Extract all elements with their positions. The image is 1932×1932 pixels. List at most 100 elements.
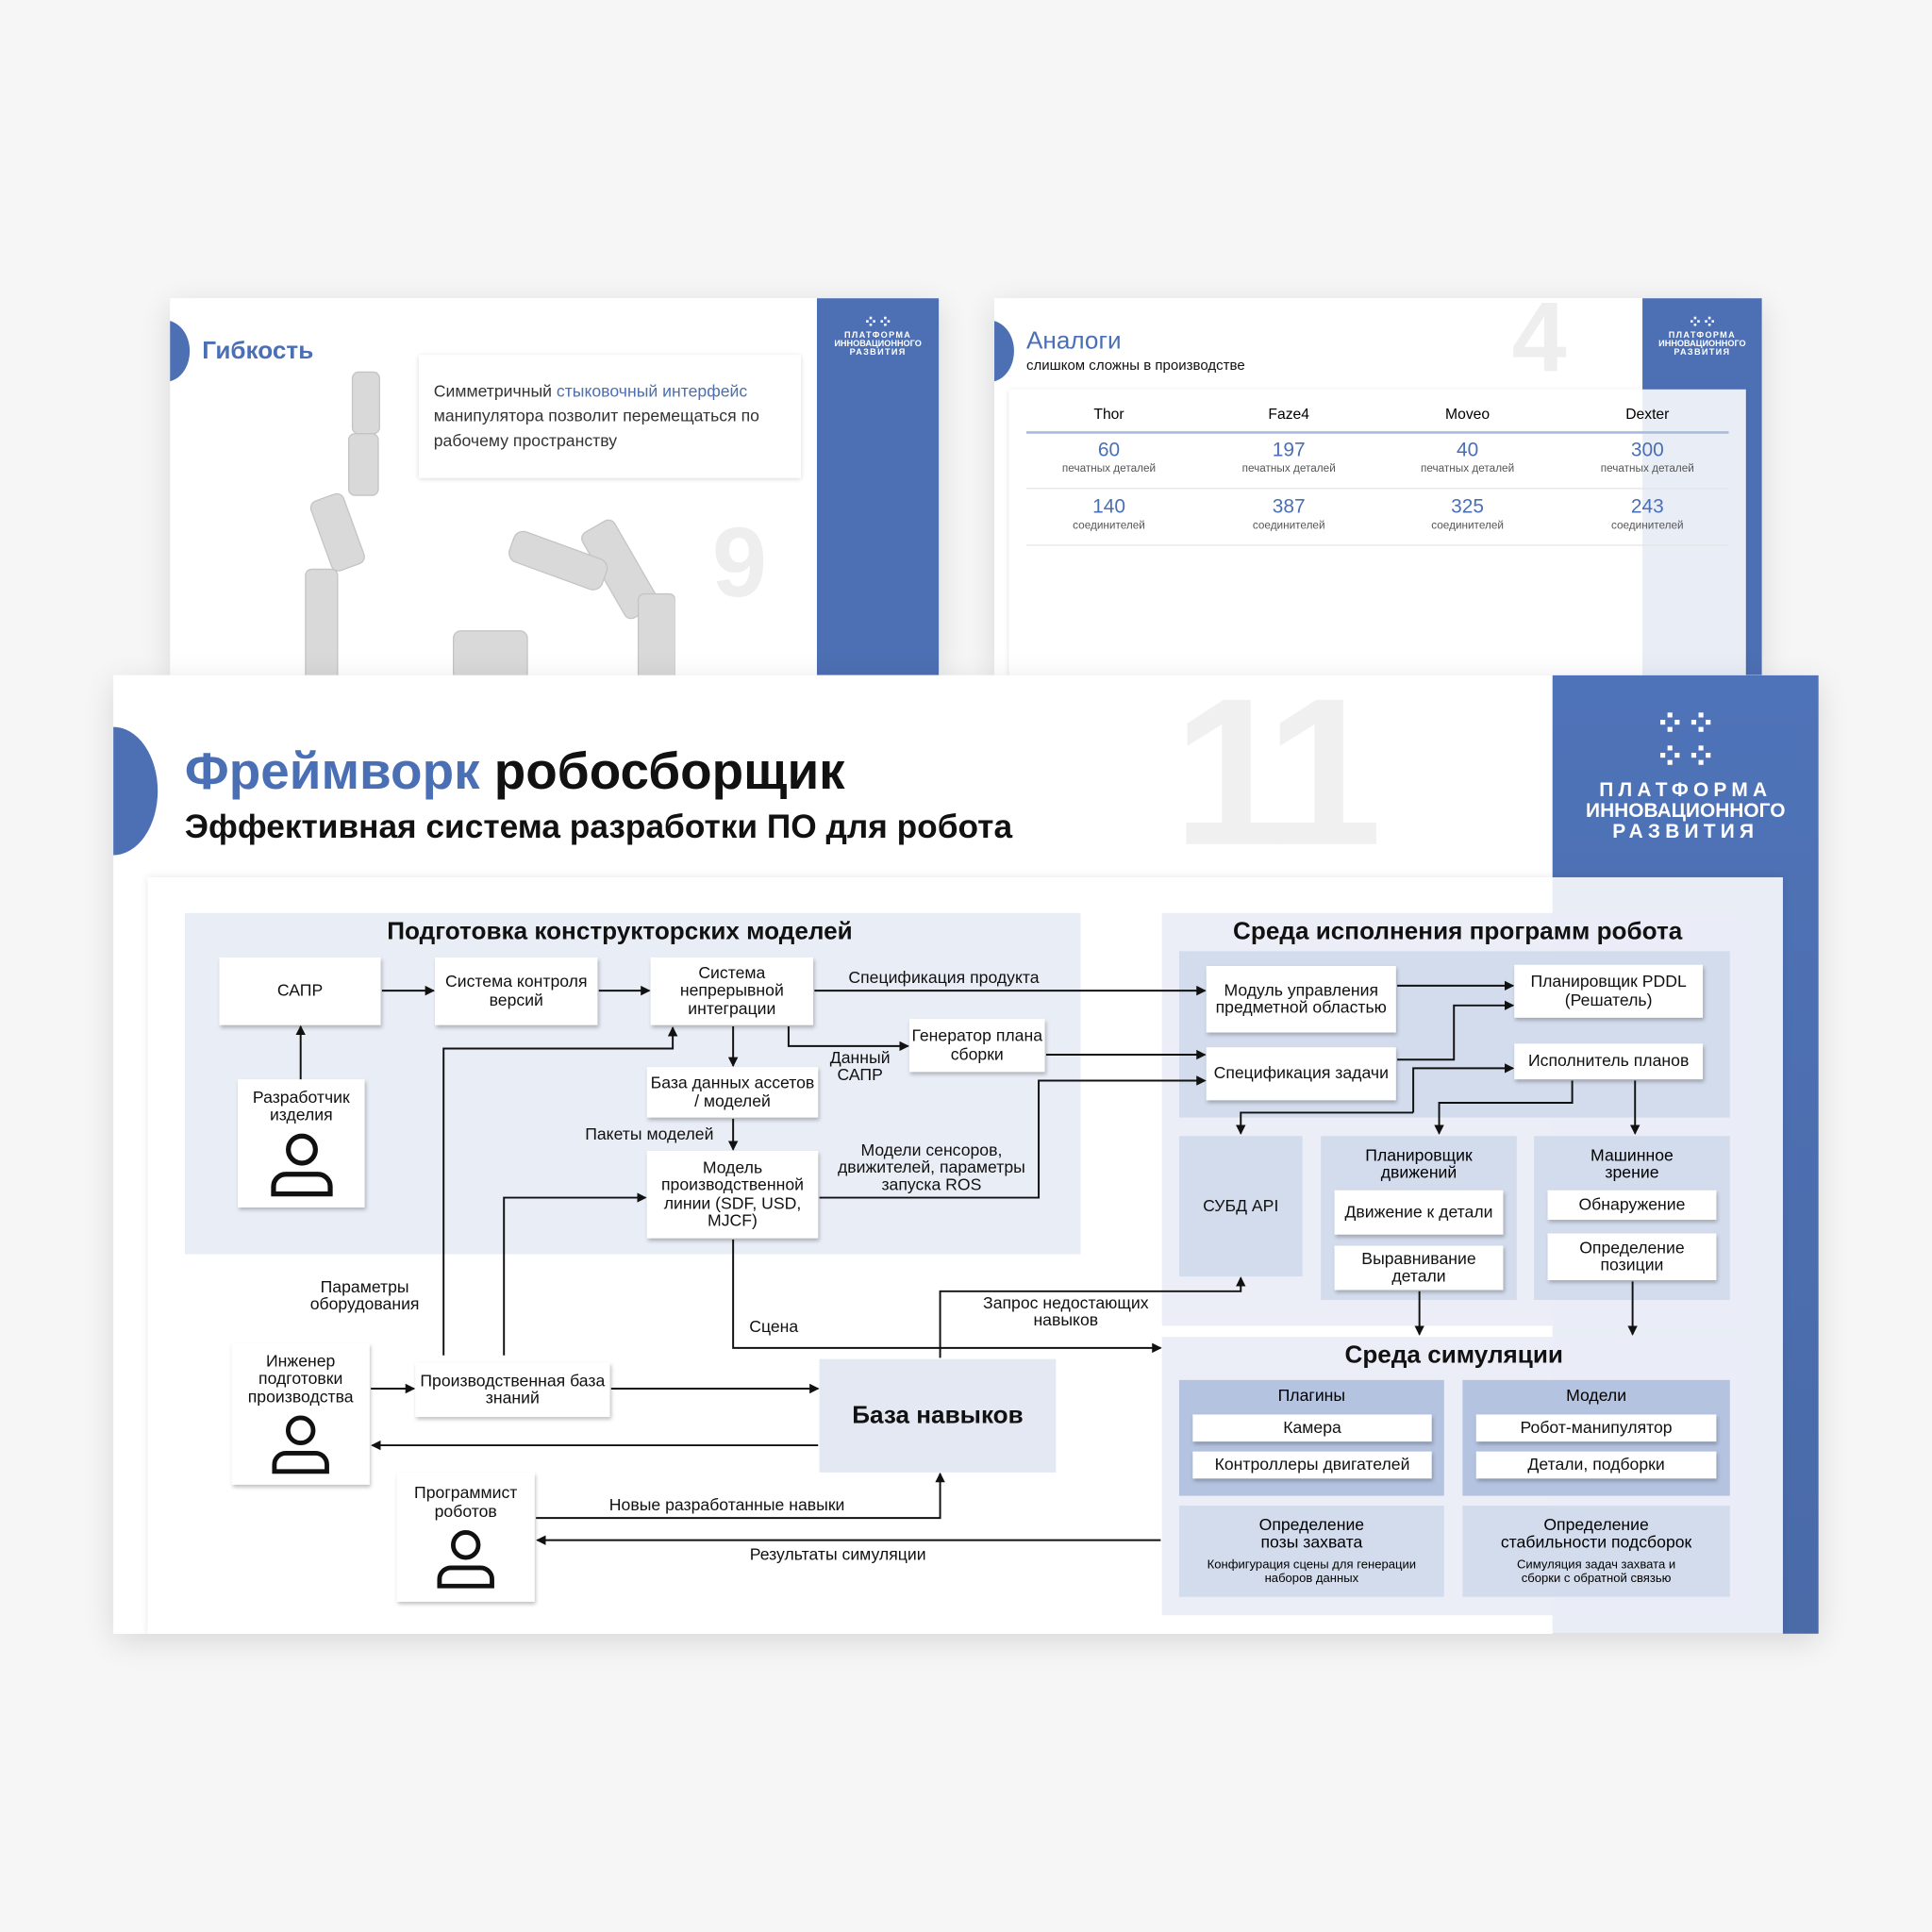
motor-controllers-box[interactable]: Контроллеры двигателей bbox=[1192, 1451, 1432, 1479]
knowledge-base-box[interactable]: Производственная база знаний bbox=[415, 1362, 610, 1418]
printed-count: 40 bbox=[1456, 440, 1479, 461]
line-model-box[interactable]: Модель производственной линии (SDF, USD,… bbox=[646, 1150, 819, 1239]
edge-label-model-packages: Пакеты моделей bbox=[585, 1124, 714, 1143]
stability-subtitle: Симуляция задач захвата и сборки с обрат… bbox=[1516, 1558, 1676, 1586]
info-text-post: манипулятора позволит перемещаться по ра… bbox=[433, 407, 759, 450]
info-card: Симметричный стыковочный интерфейс манип… bbox=[419, 355, 801, 478]
row-divider bbox=[1025, 488, 1729, 490]
edge-label-equipment-params: Параметры оборудования bbox=[309, 1277, 420, 1314]
connectors-label: соединителей bbox=[1073, 518, 1145, 531]
runtime-panel-title: Среда исполнения программ робота bbox=[1233, 918, 1683, 945]
pose-estimation-box[interactable]: Определение позиции bbox=[1547, 1233, 1717, 1281]
plugins-title: Плагины bbox=[1277, 1386, 1346, 1405]
printed-count: 197 bbox=[1272, 440, 1306, 461]
accent-circle bbox=[113, 726, 158, 856]
grasp-pose-group: Определение позы захвата Конфигурация сц… bbox=[1178, 1506, 1444, 1597]
edge-label-sim-results: Результаты симуляции bbox=[749, 1544, 926, 1564]
connectors-label: соединителей bbox=[1252, 518, 1325, 531]
logo-mark-icon: ⁘⁘ bbox=[863, 311, 892, 332]
connectors-count: 140 bbox=[1092, 496, 1125, 518]
engineer-actor[interactable]: Инженер подготовки производства bbox=[231, 1342, 370, 1485]
printed-label: печатных деталей bbox=[1600, 461, 1694, 475]
analog-name: Dexter bbox=[1625, 405, 1670, 423]
slide-number: 4 bbox=[1511, 298, 1567, 392]
slide-analogs: 4 Аналоги слишком сложны в производстве … bbox=[994, 298, 1762, 675]
logo-line: ИННОВАЦИОННОГО bbox=[834, 340, 922, 349]
move-to-part-box[interactable]: Движение к детали bbox=[1334, 1190, 1504, 1235]
printed-label: печатных деталей bbox=[1421, 461, 1515, 475]
logo-line: ПЛАТФОРМА bbox=[1668, 330, 1737, 341]
detection-box[interactable]: Обнаружение bbox=[1547, 1190, 1717, 1221]
asset-db-box[interactable]: База данных ассетов / моделей bbox=[646, 1067, 819, 1118]
page-title: Фреймворк робосборщик bbox=[185, 741, 845, 801]
header-divider bbox=[1025, 431, 1729, 434]
slide-title: Гибкость bbox=[202, 337, 314, 365]
design-panel-title: Подготовка конструкторских моделей bbox=[387, 918, 853, 945]
printed-label: печатных деталей bbox=[1241, 461, 1336, 475]
vcs-box[interactable]: Система контроля версий bbox=[435, 957, 598, 1025]
info-text-pre: Симметричный bbox=[433, 381, 557, 401]
robot-arm-box[interactable]: Робот-манипулятор bbox=[1475, 1414, 1717, 1442]
dbms-api-box[interactable]: СУБД API bbox=[1178, 1136, 1303, 1277]
slide-subtitle: слишком сложны в производстве bbox=[1025, 358, 1245, 374]
stability-title: Определение стабильности подсборок bbox=[1500, 1515, 1692, 1552]
title-rest: робосборщик bbox=[479, 741, 845, 800]
accent-circle bbox=[994, 320, 1014, 382]
logo-line: ПЛАТФОРМА bbox=[1599, 779, 1773, 801]
edge-label-cad-data: Данный САПР bbox=[829, 1048, 891, 1085]
plan-generator-box[interactable]: Генератор плана сборки bbox=[908, 1019, 1045, 1073]
plan-executor-box[interactable]: Исполнитель планов bbox=[1514, 1043, 1704, 1080]
logo-line: РАЗВИТИЯ bbox=[1612, 821, 1759, 842]
logo-line: ИННОВАЦИОННОГО bbox=[1658, 340, 1746, 349]
task-spec-box[interactable]: Спецификация задачи bbox=[1206, 1047, 1396, 1101]
slide-number: 11 bbox=[1173, 675, 1382, 891]
programmer-actor[interactable]: Программист роботов bbox=[396, 1472, 535, 1602]
row-divider bbox=[1025, 544, 1729, 546]
connectors-count: 387 bbox=[1272, 496, 1306, 518]
models-title: Модели bbox=[1566, 1386, 1627, 1405]
programmer-label: Программист роботов bbox=[414, 1483, 518, 1521]
logo-mark-icon: ⁘⁘ bbox=[1688, 311, 1717, 332]
grasp-pose-title: Определение позы захвата bbox=[1258, 1515, 1365, 1552]
ci-box[interactable]: Система непрерывной интеграции bbox=[650, 957, 814, 1025]
person-icon bbox=[270, 1133, 332, 1197]
camera-box[interactable]: Камера bbox=[1192, 1414, 1432, 1442]
connectors-count: 243 bbox=[1630, 496, 1664, 518]
edge-label-new-skills: Новые разработанные навыки bbox=[608, 1495, 845, 1515]
analog-name: Thor bbox=[1093, 405, 1124, 423]
pddl-planner-box[interactable]: Планировщик PDDL (Решатель) bbox=[1514, 964, 1704, 1018]
vision-title: Машинное зрение bbox=[1591, 1145, 1674, 1182]
simulation-panel-title: Среда симуляции bbox=[1344, 1341, 1563, 1370]
info-text-highlight: стыковочный интерфейс bbox=[556, 381, 748, 401]
logo-line: ИННОВАЦИОННОГО bbox=[1586, 800, 1786, 822]
logo-line: РАЗВИТИЯ bbox=[1674, 349, 1731, 358]
analog-name: Moveo bbox=[1445, 405, 1491, 423]
align-part-box[interactable]: Выравнивание детали bbox=[1334, 1245, 1504, 1291]
parts-box[interactable]: Детали, подборки bbox=[1475, 1451, 1717, 1479]
domain-module-box[interactable]: Модуль управления предметной областью bbox=[1206, 965, 1396, 1033]
skills-base-box[interactable]: База навыков bbox=[819, 1358, 1057, 1473]
title-accent: Фреймворк bbox=[184, 741, 480, 800]
printed-count: 300 bbox=[1630, 440, 1664, 461]
motion-planner-title: Планировщик движений bbox=[1365, 1145, 1473, 1182]
logo-line: РАЗВИТИЯ bbox=[849, 349, 907, 358]
accent-circle bbox=[170, 320, 191, 382]
printed-label: печатных деталей bbox=[1061, 461, 1157, 475]
logo-mark-icon: ⁘⁘⁘⁘ bbox=[1654, 703, 1717, 778]
printed-count: 60 bbox=[1097, 440, 1121, 461]
connectors-label: соединителей bbox=[1431, 518, 1504, 531]
cad-box[interactable]: САПР bbox=[219, 957, 381, 1025]
slide-title: Аналоги bbox=[1025, 327, 1122, 356]
developer-actor[interactable]: Разработчик изделия bbox=[238, 1079, 365, 1208]
person-icon bbox=[272, 1415, 329, 1474]
edge-label-sensor-models: Модели сенсоров, движителей, параметры з… bbox=[837, 1141, 1025, 1194]
slide-flexibility: 9 Гибкость Симметричный стыковочный инте… bbox=[170, 298, 940, 675]
